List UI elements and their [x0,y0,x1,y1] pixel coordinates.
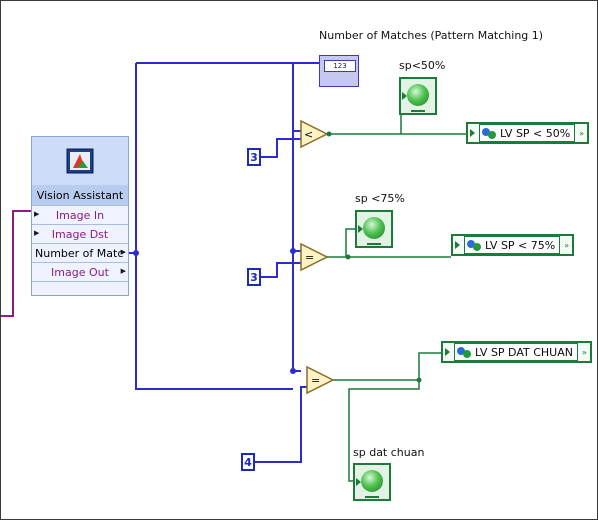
bool-wire-1a[interactable] [327,99,402,135]
led-label-sp-75: sp <75% [355,192,405,205]
const-wire-3[interactable] [253,386,307,463]
terminal-number-of-matches[interactable]: Number of Matc▶ [32,243,128,262]
led-label-sp-dat-chuan: sp dat chuan [353,446,425,459]
led-sp-50[interactable] [399,77,437,115]
numeric-wire-trunk[interactable] [135,63,293,390]
equal-symbol-1: = [305,251,314,264]
constant-4[interactable]: 4 [241,453,255,471]
indicator-label: Number of Matches (Pattern Matching 1) [319,29,544,42]
vision-assistant-icon [32,137,128,185]
vision-assistant-subvi[interactable]: Vision Assistant ▶Image In ▶Image Dst Nu… [31,136,129,296]
shared-variable-lv-sp-75[interactable]: LV SP < 75% » [451,234,575,256]
constant-3-b[interactable]: 3 [247,268,261,286]
bool-wire-2a[interactable] [327,228,357,258]
subvi-footer [32,281,128,292]
terminal-image-in[interactable]: ▶Image In [32,205,128,224]
const-wire-2[interactable] [261,262,301,278]
less-than-symbol: < [304,128,313,141]
led-bulb-icon [407,84,429,106]
led-sp-dat-chuan[interactable] [353,463,391,501]
constant-3-a[interactable]: 3 [247,148,261,166]
numeric-wire-branch-3[interactable] [292,251,301,372]
shared-variable-icon [467,239,481,251]
vision-assistant-title: Vision Assistant [32,185,128,205]
shared-variable-lv-sp-dat-chuan[interactable]: LV SP DAT CHUAN » [441,341,592,363]
const-wire-1[interactable] [261,138,301,158]
terminal-image-dst[interactable]: ▶Image Dst [32,224,128,243]
shared-variable-lv-sp-50[interactable]: LV SP < 50% » [466,122,590,144]
number-of-matches-indicator[interactable]: 123 [319,55,359,87]
bool-wire-3a[interactable] [333,352,441,381]
numeric-wire-branch-1[interactable] [136,62,301,132]
shared-variable-icon [482,127,496,139]
bool-wire-3b[interactable] [348,380,420,482]
led-bulb-icon [363,217,385,239]
equal-comparator-1[interactable]: = [300,242,329,272]
numeric-type-text: 123 [324,60,356,72]
shared-variable-icon [457,346,471,358]
equal-symbol-2: = [311,374,320,387]
led-label-sp-50: sp<50% [399,59,446,72]
led-bulb-icon [361,470,383,492]
numeric-wire-branch-2[interactable] [292,131,301,252]
image-wire[interactable] [1,210,31,317]
terminal-image-out[interactable]: Image Out▶ [32,262,128,281]
less-than-comparator[interactable]: < [300,119,329,149]
led-sp-75[interactable] [355,210,393,248]
equal-comparator-2[interactable]: = [306,365,335,395]
